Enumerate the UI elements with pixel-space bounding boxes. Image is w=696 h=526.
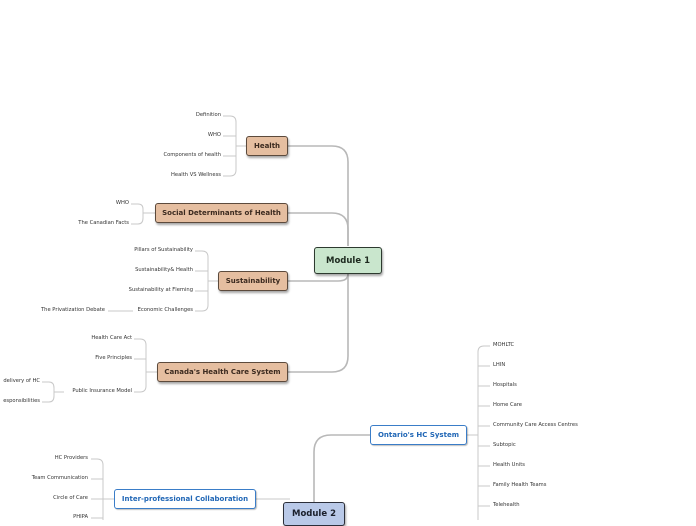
leaf-components-of-health[interactable]: Components of health [163, 152, 221, 158]
leaf-ccac[interactable]: Community Care Access Centres [493, 422, 578, 428]
leaf-who[interactable]: WHO [207, 132, 221, 138]
leaf-privatization-debate[interactable]: The Privatization Debate [40, 307, 105, 313]
leaf-responsibilities[interactable]: esponsibilities [3, 398, 40, 404]
topic-health[interactable]: Health [246, 136, 288, 156]
topic-interprofessional-collaboration[interactable]: Inter-professional Collaboration [114, 489, 256, 509]
leaf-health-care-act[interactable]: Health Care Act [91, 335, 132, 341]
leaf-canadian-facts[interactable]: The Canadian Facts [78, 220, 129, 226]
leaf-pillars-of-sustainability[interactable]: Pillars of Sustainability [134, 247, 193, 253]
topic-social-determinants[interactable]: Social Determinants of Health [155, 203, 288, 223]
leaf-sdh-who[interactable]: WHO [115, 200, 129, 206]
leaf-health-units[interactable]: Health Units [493, 462, 525, 468]
leaf-mohltc[interactable]: MOHLTC [493, 342, 515, 348]
topic-sustainability[interactable]: Sustainability [218, 271, 288, 291]
leaf-home-care[interactable]: Home Care [493, 402, 522, 408]
leaf-public-insurance-model[interactable]: Public Insurance Model [72, 388, 132, 394]
central-topic-module-2[interactable]: Module 2 [283, 502, 345, 526]
leaf-circle-of-care[interactable]: Circle of Care [53, 495, 88, 501]
leaf-five-principles[interactable]: Five Principles [95, 355, 132, 361]
topic-ontario-hc-system[interactable]: Ontario's HC System [370, 425, 467, 445]
leaf-health-vs-wellness[interactable]: Health VS Wellness [171, 172, 221, 178]
leaf-delivery-of-hc[interactable]: delivery of HC [3, 378, 40, 384]
topic-canada-health-care-system[interactable]: Canada's Health Care System [157, 362, 288, 382]
leaf-definition[interactable]: Definition [195, 112, 221, 118]
leaf-hospitals[interactable]: Hospitals [493, 382, 517, 388]
leaf-sustainability-fleming[interactable]: Sustainability at Fleming [128, 287, 193, 293]
leaf-family-health-teams[interactable]: Family Health Teams [493, 482, 547, 488]
leaf-phipa[interactable]: PHIPA [73, 514, 88, 520]
leaf-subtopic[interactable]: Subtopic [493, 442, 516, 448]
leaf-sustainability-health[interactable]: Sustainability& Health [135, 267, 193, 273]
central-topic-module-1[interactable]: Module 1 [314, 247, 382, 274]
leaf-lhin[interactable]: LHIN [493, 362, 506, 368]
leaf-telehealth[interactable]: Telehealth [493, 502, 520, 508]
leaf-hc-providers[interactable]: HC Providers [54, 455, 88, 461]
leaf-economic-challenges[interactable]: Economic Challenges [137, 307, 193, 313]
leaf-team-communication[interactable]: Team Communication [31, 475, 88, 481]
